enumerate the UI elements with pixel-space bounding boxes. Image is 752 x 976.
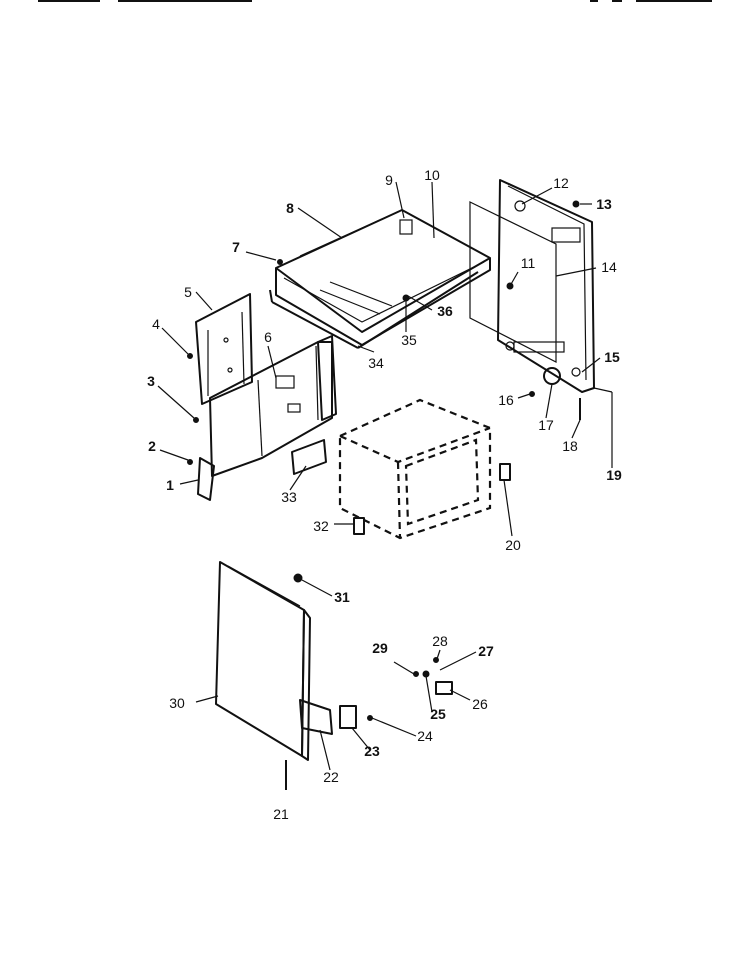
callout-12: 12 xyxy=(553,175,569,191)
callout-20: 20 xyxy=(505,537,521,553)
callout-7: 7 xyxy=(232,239,240,255)
door-part xyxy=(215,561,333,761)
callout-2: 2 xyxy=(148,438,156,454)
leader-lines xyxy=(157,181,613,771)
back-panel-part xyxy=(469,179,595,393)
callout-18: 18 xyxy=(562,438,578,454)
callout-21: 21 xyxy=(273,806,289,822)
callout-25: 25 xyxy=(430,706,446,722)
part-13-screw xyxy=(572,200,580,208)
callout-24: 24 xyxy=(417,728,433,744)
callout-35: 35 xyxy=(401,332,417,348)
side-panel-upper-part xyxy=(195,293,253,405)
callout-34: 34 xyxy=(368,355,384,371)
callout-30: 30 xyxy=(169,695,185,711)
part-4-screw xyxy=(187,353,193,359)
oven-liner-dashed xyxy=(338,398,492,540)
callout-36: 36 xyxy=(437,303,453,319)
callout-labels: 1 2 3 4 5 6 7 8 9 10 11 12 13 14 15 16 1… xyxy=(147,167,622,822)
side-panel-lower-part xyxy=(197,335,337,501)
part-23-hinge-block xyxy=(339,705,357,729)
part-20-clip xyxy=(499,463,511,481)
callout-11: 11 xyxy=(521,255,536,271)
callout-27: 27 xyxy=(478,643,494,659)
part-3-screw xyxy=(193,417,199,423)
part-7-screw xyxy=(277,259,283,265)
callout-15: 15 xyxy=(604,349,620,365)
callout-16: 16 xyxy=(498,392,514,408)
callout-3: 3 xyxy=(147,373,155,389)
callout-5: 5 xyxy=(184,284,192,300)
callout-26: 26 xyxy=(472,696,488,712)
part-2-screw xyxy=(187,459,193,465)
top-frame-part xyxy=(269,209,491,349)
part-32-clip xyxy=(353,517,365,535)
callout-6: 6 xyxy=(264,329,272,345)
callout-33: 33 xyxy=(281,489,297,505)
callout-32: 32 xyxy=(313,518,329,534)
callout-19: 19 xyxy=(606,467,622,483)
callout-10: 10 xyxy=(424,167,440,183)
callout-31: 31 xyxy=(334,589,350,605)
callout-17: 17 xyxy=(538,417,554,433)
part-31-screw xyxy=(293,573,303,583)
callout-28: 28 xyxy=(432,633,448,649)
callout-29: 29 xyxy=(372,640,388,656)
callout-1: 1 xyxy=(166,477,174,493)
callout-14: 14 xyxy=(601,259,617,275)
part-24-screw xyxy=(367,715,373,721)
callout-8: 8 xyxy=(286,200,294,216)
hardware-parts xyxy=(187,200,581,790)
part-16-screw xyxy=(529,391,535,397)
callout-4: 4 xyxy=(152,316,160,332)
part-29-screw xyxy=(413,671,419,677)
callout-9: 9 xyxy=(385,172,393,188)
small-plate-part xyxy=(291,439,327,475)
callout-23: 23 xyxy=(364,743,380,759)
callout-22: 22 xyxy=(323,769,339,785)
callout-13: 13 xyxy=(596,196,612,212)
part-26-clip xyxy=(435,681,453,695)
